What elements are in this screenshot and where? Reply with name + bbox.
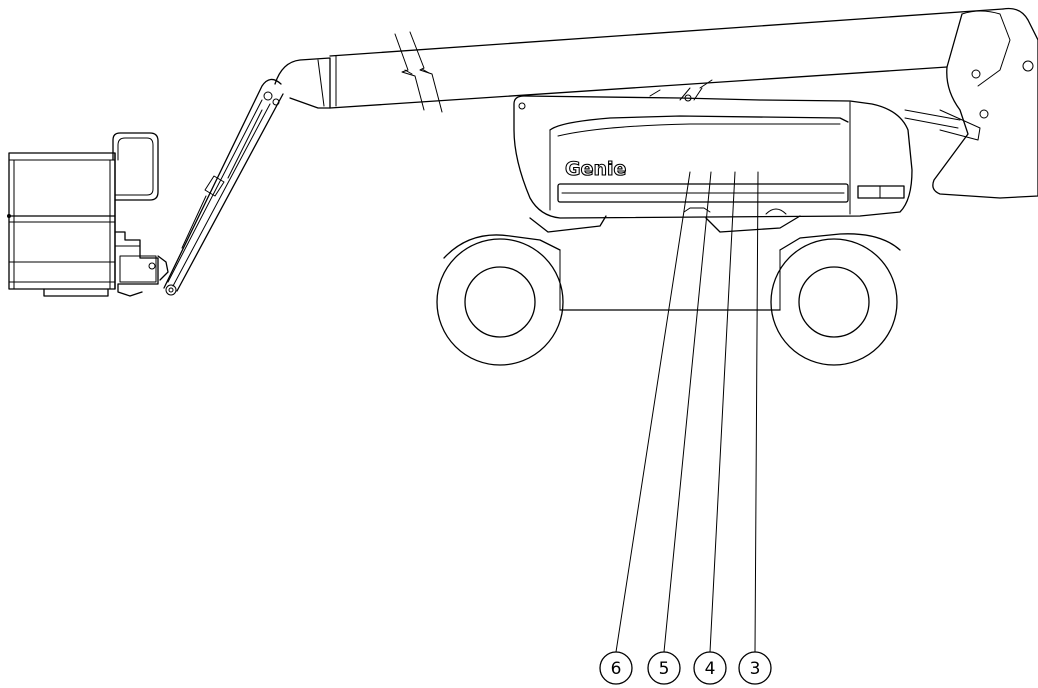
leader-lines: [615, 171, 759, 653]
platform-basket: [7, 132, 159, 297]
genie-logo: Genie: [565, 158, 626, 180]
leader-line-5: [663, 171, 712, 653]
callout-3: 3: [738, 651, 772, 685]
callout-6: 6: [599, 651, 633, 685]
leader-line-4: [709, 171, 736, 653]
callout-label-4: 4: [705, 659, 716, 679]
callout-5: 5: [647, 651, 681, 685]
turntable-body: Genie: [513, 94, 913, 233]
callout-label-6: 6: [611, 659, 622, 679]
platform-pin: [7, 214, 11, 218]
callout-4: 4: [693, 651, 727, 685]
callout-label-5: 5: [659, 659, 670, 679]
chassis-wheels: [436, 233, 901, 366]
callout-label-3: 3: [750, 659, 761, 679]
wheel-rear: [436, 238, 564, 366]
main-boom: [274, 7, 1038, 199]
jib-boom: [157, 78, 284, 296]
leader-line-6: [615, 171, 691, 653]
leader-line-3: [754, 171, 759, 653]
wheel-front: [770, 238, 898, 366]
